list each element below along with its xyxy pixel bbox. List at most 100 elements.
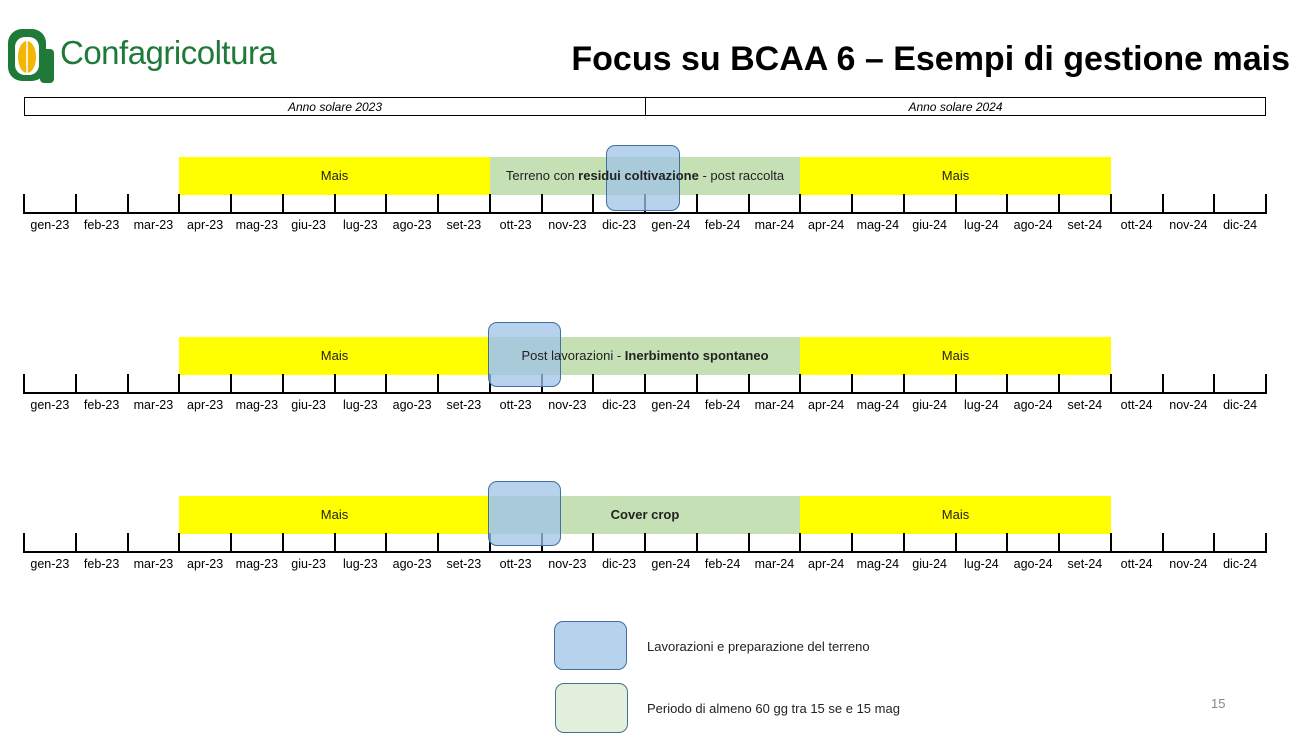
interim-label-bold: Cover crop: [610, 507, 680, 522]
month-label: ott-24: [1120, 398, 1153, 412]
month-label: mag-23: [235, 398, 279, 412]
timeline-tick: [1265, 374, 1267, 394]
month-label: feb-24: [704, 398, 741, 412]
month-label: mag-24: [856, 557, 900, 571]
timeline-tick: [747, 533, 750, 553]
timeline-tick: [437, 374, 439, 394]
timeline-tick: [178, 374, 181, 394]
interim-label-pre: Terreno con: [505, 168, 579, 183]
timeline-tick: [1109, 533, 1112, 553]
timeline-tick: [644, 533, 646, 553]
timeline-tick: [333, 533, 336, 553]
month-label: apr-24: [808, 557, 845, 571]
month-label: mar-24: [754, 218, 795, 232]
legend-green-swatch: [555, 683, 628, 733]
mais-bar-2024: Mais: [800, 496, 1111, 534]
month-label: set-23: [446, 557, 482, 571]
month-label: dic-23: [602, 557, 637, 571]
timeline-tick: [230, 533, 232, 553]
timeline-tick: [1109, 374, 1112, 394]
month-label: nov-24: [1169, 218, 1208, 232]
tillage-period-box: [606, 145, 680, 211]
month-label: set-23: [446, 398, 482, 412]
month-label: dic-24: [1223, 398, 1258, 412]
timeline-tick: [1058, 533, 1060, 553]
month-label: lug-23: [343, 218, 378, 232]
year-header-2024: Anno solare 2024: [645, 97, 1266, 116]
timeline-tick: [695, 194, 698, 214]
month-label: lug-23: [343, 557, 378, 571]
timeline-tick: [385, 374, 388, 394]
timeline-tick: [1006, 194, 1009, 214]
timeline-tick: [23, 374, 25, 394]
month-label: ott-23: [499, 398, 532, 412]
month-label: set-24: [1067, 557, 1103, 571]
month-label: ott-24: [1120, 557, 1153, 571]
timeline-tick: [74, 533, 77, 553]
month-label: ago-23: [392, 398, 432, 412]
year-header-2023: Anno solare 2023: [24, 97, 646, 116]
interim-period-bar: Terreno con residui coltivazione - post …: [489, 157, 801, 195]
month-label: feb-24: [704, 557, 741, 571]
month-label: giu-24: [912, 398, 947, 412]
timeline-tick: [74, 374, 77, 394]
logo-text: Confagricoltura: [60, 34, 277, 71]
timeline-tick: [126, 374, 129, 394]
month-label: ott-23: [499, 557, 532, 571]
timeline-tick: [230, 194, 232, 214]
month-label: dic-23: [602, 218, 637, 232]
timeline-tick: [178, 533, 181, 553]
timeline-tick: [178, 194, 181, 214]
timeline-tick: [799, 533, 802, 553]
timeline-tick: [540, 194, 543, 214]
legend-blue-swatch: [554, 621, 627, 670]
month-label: gen-24: [651, 218, 691, 232]
timeline-tick: [333, 374, 336, 394]
mais-bar-2023: Mais: [179, 337, 490, 375]
month-label: feb-23: [83, 557, 120, 571]
month-label: gen-23: [30, 398, 70, 412]
month-label: mag-23: [235, 218, 279, 232]
timeline-tick: [437, 194, 439, 214]
timeline-tick: [281, 374, 284, 394]
month-label: lug-24: [964, 218, 999, 232]
timeline-tick: [1109, 194, 1112, 214]
month-label: dic-24: [1223, 218, 1258, 232]
timeline-tick: [902, 194, 905, 214]
timeline-tick: [333, 194, 336, 214]
month-label: mar-24: [754, 398, 795, 412]
timeline-tick: [1006, 374, 1009, 394]
timeline-tick: [799, 194, 802, 214]
month-label: set-23: [446, 218, 482, 232]
month-label: giu-24: [912, 218, 947, 232]
interim-label-post: - post raccolta: [698, 168, 785, 183]
timeline-tick: [385, 194, 388, 214]
tillage-period-box: [488, 481, 561, 546]
month-label: mar-23: [133, 557, 174, 571]
timeline-tick: [902, 374, 905, 394]
mais-bar-2023: Mais: [179, 157, 490, 195]
month-label: mar-23: [133, 218, 174, 232]
timeline-tick: [1265, 533, 1267, 553]
month-label: gen-24: [651, 557, 691, 571]
interim-label-bold: Inerbimento spontaneo: [624, 348, 769, 363]
timeline-tick: [488, 194, 491, 214]
month-label: mar-24: [754, 557, 795, 571]
month-label: apr-23: [187, 218, 224, 232]
month-label: feb-23: [83, 218, 120, 232]
timeline-tick: [1161, 533, 1164, 553]
timeline-tick: [74, 194, 77, 214]
timeline-tick: [851, 533, 853, 553]
month-label: set-24: [1067, 218, 1103, 232]
legend-green-label: Periodo di almeno 60 gg tra 15 se e 15 m…: [647, 701, 900, 716]
interim-period-bar: Post lavorazioni - Inerbimento spontaneo: [489, 337, 801, 375]
timeline-tick: [1161, 194, 1164, 214]
interim-label-pre: Post lavorazioni -: [521, 348, 625, 363]
month-label: mar-23: [133, 398, 174, 412]
month-label: ago-24: [1013, 398, 1053, 412]
month-label: mag-24: [856, 398, 900, 412]
page-number: 15: [1211, 696, 1226, 711]
timeline-tick: [799, 374, 802, 394]
mais-bar-2024: Mais: [800, 337, 1111, 375]
timeline-tick: [1265, 194, 1267, 214]
